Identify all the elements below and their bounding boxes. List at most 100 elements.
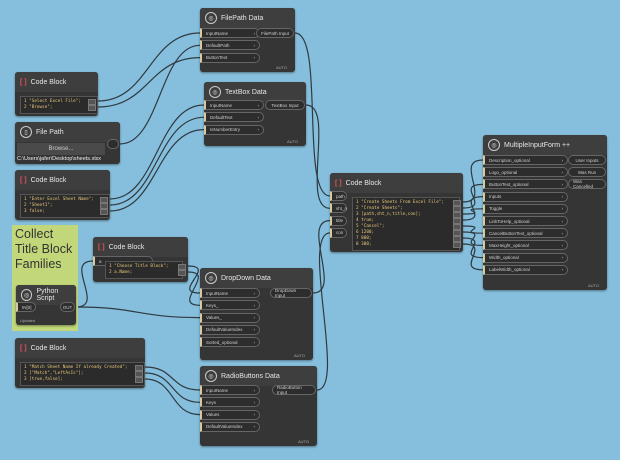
wire[interactable] <box>462 196 484 221</box>
wire[interactable] <box>144 378 201 416</box>
output-port[interactable] <box>453 212 461 218</box>
output-port[interactable] <box>135 365 143 371</box>
input-port[interactable]: Logo_optional› <box>483 167 568 178</box>
wire[interactable] <box>316 232 331 391</box>
wire[interactable] <box>109 104 205 200</box>
input-port[interactable]: IN[0] <box>16 302 36 312</box>
output-port[interactable]: User Inputs <box>568 155 606 165</box>
wire[interactable] <box>462 183 484 209</box>
wire[interactable] <box>187 271 201 306</box>
input-port[interactable]: Sorted_optional› <box>200 337 260 348</box>
output-port[interactable]: TextBox Input <box>265 100 305 110</box>
wire[interactable] <box>109 129 205 212</box>
input-port[interactable]: DefaultValueIndex› <box>200 324 260 335</box>
input-port[interactable]: Toggle› <box>483 203 568 214</box>
output-port[interactable] <box>100 197 108 203</box>
output-port[interactable] <box>453 200 461 206</box>
input-port[interactable]: DefaultValueIndex› <box>200 421 260 432</box>
output-port[interactable]: FilePath Input <box>256 28 294 38</box>
input-port[interactable]: MaxHeight_optional› <box>483 240 568 251</box>
wire[interactable] <box>144 372 201 403</box>
output-port[interactable]: Was Run <box>568 167 606 178</box>
wire[interactable] <box>119 44 201 145</box>
node-header[interactable]: ◎DropDown Data <box>200 268 313 288</box>
input-port[interactable]: Inputs› <box>483 191 568 202</box>
output-port[interactable]: RadioButton Input <box>272 385 316 395</box>
output-port[interactable] <box>135 371 143 377</box>
node-code4[interactable]: [ ]Code Block 1 "Match Sheet Name If alre… <box>15 338 145 388</box>
input-port[interactable]: DefaultPath› <box>200 40 260 51</box>
input-port[interactable]: con <box>330 227 347 238</box>
input-port[interactable]: Keys_› <box>200 300 260 311</box>
node-header[interactable]: [ ]Code Block <box>15 72 98 92</box>
node-header[interactable]: ▯File Path <box>15 122 120 142</box>
output-port[interactable] <box>453 206 461 212</box>
input-port[interactable]: InputName› <box>200 288 260 298</box>
input-port[interactable]: Keys› <box>200 397 260 408</box>
output-port[interactable] <box>178 270 186 276</box>
input-port[interactable]: ButtonText_optional› <box>483 179 568 190</box>
input-port[interactable]: ButtonText› <box>200 52 260 63</box>
input-port[interactable]: Values_› <box>200 312 260 323</box>
wire[interactable] <box>462 231 484 246</box>
output-port[interactable] <box>135 377 143 383</box>
node-header[interactable]: [ ]Code Block <box>93 237 188 257</box>
wire[interactable] <box>97 57 201 108</box>
wire[interactable] <box>97 32 201 102</box>
wire[interactable] <box>109 116 205 206</box>
output-port[interactable] <box>453 224 461 230</box>
wire[interactable] <box>75 306 201 319</box>
output-port[interactable] <box>453 230 461 236</box>
output-port[interactable] <box>178 264 186 270</box>
output-port[interactable] <box>453 242 461 248</box>
input-port[interactable]: InputName› <box>200 28 260 38</box>
browse-button[interactable]: Browse... <box>17 143 105 155</box>
node-header[interactable]: ◎Python Script <box>16 285 76 305</box>
node-header[interactable]: ◎FilePath Data <box>200 8 295 28</box>
node-header[interactable]: ◎MultipleInputForm ++ <box>483 135 607 155</box>
input-port[interactable]: CancelButtonText_optional› <box>483 228 568 239</box>
node-mif[interactable]: ◎MultipleInputForm ++Description_optiona… <box>483 135 607 290</box>
input-port[interactable]: Width_optional› <box>483 252 568 263</box>
output-port[interactable] <box>453 218 461 224</box>
input-port[interactable]: path <box>330 191 347 201</box>
wire[interactable] <box>144 366 201 391</box>
node-header[interactable]: ◎RadioButtons Data <box>200 366 317 386</box>
node-code1[interactable]: [ ]Code Block 1 "Select Excel File";2 "Br… <box>15 72 98 116</box>
node-header[interactable]: [ ]Code Block <box>330 173 463 193</box>
code-editor[interactable]: 1 "Create Sheets From Excel File";2 "Cre… <box>352 197 460 251</box>
output-port[interactable] <box>88 105 96 111</box>
output-port[interactable] <box>88 99 96 105</box>
input-port[interactable]: DefaultText› <box>204 112 264 123</box>
input-port[interactable]: title <box>330 215 347 226</box>
code-editor[interactable]: 1 "Select Excel File";2 "Browse"; <box>20 96 98 114</box>
output-port[interactable] <box>100 203 108 209</box>
code-editor[interactable]: 1 "Match Sheet Name If already Created";… <box>20 362 145 386</box>
input-port[interactable]: Values› <box>200 409 260 420</box>
input-port[interactable]: InputName› <box>204 100 264 110</box>
code-editor[interactable]: 1 "Enter Excel Sheet Name";2 "Sheet1";3 … <box>20 194 110 218</box>
output-port[interactable] <box>107 139 119 149</box>
output-port[interactable] <box>100 209 108 215</box>
wire[interactable] <box>462 237 484 259</box>
output-port[interactable]: Was Cancelled <box>568 179 606 190</box>
node-header[interactable]: [ ]Code Block <box>15 338 145 358</box>
wire[interactable] <box>462 208 484 215</box>
output-port[interactable]: DropDown Input <box>270 288 312 298</box>
input-port[interactable]: LinkToHelp_optional› <box>483 216 568 226</box>
input-port[interactable]: LabelWidth_optional› <box>483 264 568 275</box>
input-port[interactable]: IsNumberEntry› <box>204 124 264 135</box>
wire[interactable] <box>294 32 331 197</box>
input-port[interactable]: Description_optional› <box>483 155 568 165</box>
node-header[interactable]: ◎TextBox Data <box>204 82 306 102</box>
wire[interactable] <box>305 104 331 209</box>
wire[interactable] <box>187 265 201 294</box>
